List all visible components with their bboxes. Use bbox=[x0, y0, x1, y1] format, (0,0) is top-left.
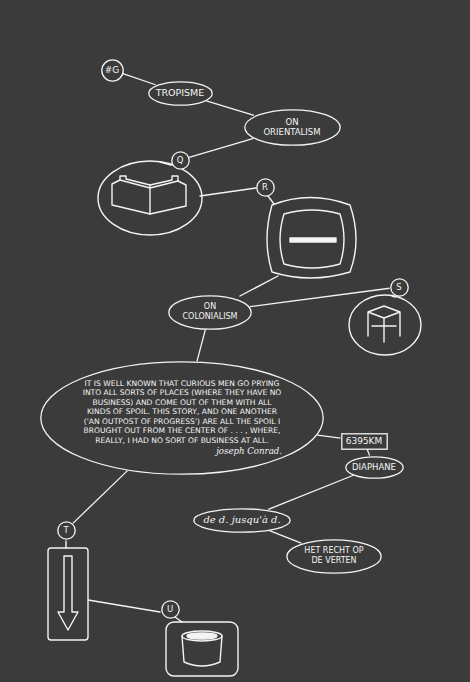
phrase-oval: de d. jusqu'à d. bbox=[193, 508, 291, 533]
text-wrap: R bbox=[262, 182, 268, 192]
node-text: 6395KM bbox=[346, 436, 383, 447]
callout-letter: U bbox=[161, 600, 180, 619]
node-text: #G bbox=[105, 65, 120, 76]
node-text: DIAPHANE bbox=[352, 462, 396, 472]
pot-box bbox=[166, 617, 238, 676]
text-wrap: Q bbox=[177, 155, 184, 165]
text-wrap: 6395KM bbox=[346, 436, 383, 447]
fortress-oval bbox=[98, 161, 256, 235]
connector bbox=[123, 74, 156, 85]
connector bbox=[268, 475, 353, 509]
text-wrap: TROPISME bbox=[156, 87, 205, 98]
callout-letter: T bbox=[57, 521, 76, 540]
node-text: TROPISME bbox=[156, 87, 205, 98]
connector bbox=[317, 435, 340, 438]
node-text: Q bbox=[177, 155, 184, 165]
phrase-oval: HET RECHT OP DE VERTEN bbox=[286, 539, 382, 574]
callout-letter: S bbox=[390, 278, 409, 297]
topic-oval: ON ORIENTALISM bbox=[244, 109, 341, 146]
arrow-box bbox=[48, 541, 160, 640]
distance-box: 6395KM bbox=[341, 433, 388, 450]
text-wrap: de d. jusqu'à d. bbox=[203, 514, 281, 526]
node-text: U bbox=[167, 604, 174, 614]
text-wrap: HET RECHT OP DE VERTEN bbox=[298, 546, 370, 565]
text-wrap: T bbox=[63, 525, 69, 535]
node-text: HET RECHT OP DE VERTEN bbox=[298, 546, 370, 565]
node-text: ON ORIENTALISM bbox=[256, 117, 328, 137]
connector bbox=[197, 329, 205, 361]
node-text: IT IS WELL KNOWN THAT CURIOUS MEN GO PRY… bbox=[82, 379, 282, 445]
text-wrap: ON ORIENTALISM bbox=[256, 117, 328, 137]
screen-oval bbox=[240, 196, 356, 296]
node-text: de d. jusqu'à d. bbox=[203, 514, 281, 526]
section-circle: #G bbox=[101, 59, 124, 82]
term-oval: TROPISME bbox=[148, 81, 213, 106]
topic-oval: ON COLONIALISM bbox=[168, 295, 252, 330]
connector bbox=[367, 450, 369, 456]
node-text: T bbox=[63, 525, 69, 535]
callout-letter: Q bbox=[171, 151, 190, 170]
text-wrap: U bbox=[167, 604, 174, 614]
signature: joseph Conrad. bbox=[82, 446, 282, 456]
text-wrap: #G bbox=[105, 65, 120, 76]
connector bbox=[250, 288, 390, 306]
node-text: R bbox=[262, 182, 268, 192]
quote-oval: IT IS WELL KNOWN THAT CURIOUS MEN GO PRY… bbox=[40, 361, 324, 475]
text-wrap: IT IS WELL KNOWN THAT CURIOUS MEN GO PRY… bbox=[82, 379, 282, 457]
text-wrap: S bbox=[396, 282, 402, 292]
callout-letter: R bbox=[256, 178, 275, 197]
node-text: ON COLONIALISM bbox=[179, 302, 241, 321]
text-wrap: DIAPHANE bbox=[352, 462, 396, 472]
connector bbox=[73, 471, 128, 524]
term-oval: DIAPHANE bbox=[345, 456, 404, 479]
connector bbox=[269, 530, 302, 543]
chair-oval bbox=[349, 295, 421, 355]
connector bbox=[189, 138, 254, 157]
text-wrap: ON COLONIALISM bbox=[179, 302, 241, 321]
connector bbox=[206, 101, 255, 116]
node-text: S bbox=[396, 282, 402, 292]
